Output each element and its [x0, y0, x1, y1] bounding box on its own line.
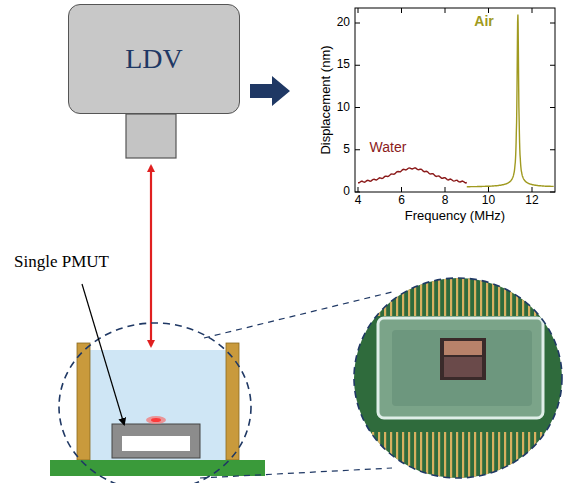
- device-photo: [350, 270, 567, 483]
- series-label: Air: [474, 14, 493, 29]
- tick-label: 15: [337, 59, 350, 72]
- pmut-cross-section: [50, 323, 265, 483]
- series-label: Water: [370, 140, 407, 155]
- zoom-line: [200, 468, 392, 478]
- ldv-lens: [126, 114, 176, 158]
- part-label: Single PMUT: [14, 253, 109, 272]
- tick-label: 4: [355, 194, 362, 207]
- leader-line: [82, 284, 124, 424]
- tick-label: 12: [525, 194, 538, 207]
- zoom-line: [204, 292, 392, 338]
- axis-title: Frequency (MHz): [405, 209, 505, 223]
- zoom-circle: [354, 278, 562, 478]
- tick-label: 20: [337, 16, 350, 29]
- chart: [355, 8, 555, 192]
- tick-label: 6: [398, 194, 405, 207]
- instrument-box: LDV: [68, 4, 240, 114]
- tick-label: 10: [482, 194, 495, 207]
- box-label: LDV: [125, 43, 183, 75]
- axis-title: Displacement (nm): [319, 45, 333, 154]
- tick-label: 5: [343, 143, 350, 156]
- laser-beam: [150, 166, 152, 346]
- tick-label: 8: [442, 194, 449, 207]
- tick-label: 0: [343, 185, 350, 198]
- flow-arrow: [250, 76, 290, 106]
- tick-label: 10: [337, 101, 350, 114]
